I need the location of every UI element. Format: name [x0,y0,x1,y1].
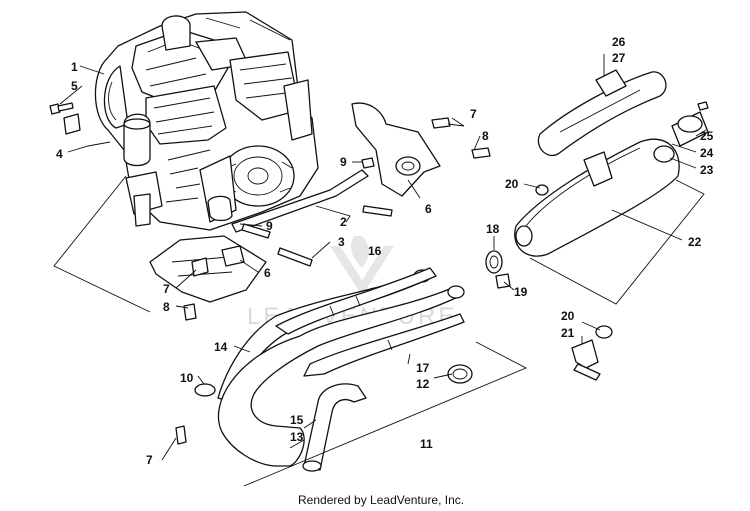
callout-26: 26 [612,35,626,49]
callout-8-lower: 8 [163,300,170,314]
heat-shield-17 [303,313,465,377]
callout-11: 11 [420,437,433,451]
support-rod-2 [231,169,369,233]
engine [94,11,319,231]
callout-18: 18 [486,222,500,236]
bracket-21 [571,339,601,381]
callout-16: 16 [368,244,382,258]
callout-6-lower: 6 [264,266,271,280]
callout-20-lower: 20 [561,309,575,323]
callout-12: 12 [416,377,430,391]
pipe-elbow-15 [302,383,367,472]
callout-6-upper: 6 [425,202,432,216]
gasket-18 [485,250,503,274]
callout-25: 25 [700,129,714,143]
stud-7-lower [175,425,187,445]
gasket-10 [194,383,216,397]
heat-shield-26 [537,69,667,157]
callout-8-upper: 8 [482,129,489,143]
callout-7-upper: 7 [470,107,477,121]
callout-24: 24 [700,146,714,160]
header-pipe-13 [217,285,465,467]
callout-3: 3 [338,235,345,249]
render-credit: Rendered by LeadVenture, Inc. [298,493,464,507]
callout-10: 10 [180,371,194,385]
callout-1: 1 [71,60,78,74]
callout-21: 21 [561,326,575,340]
bolt-3 [277,205,393,267]
mount-bracket-upper [351,102,491,197]
muffler-22 [514,138,680,257]
callout-2: 2 [340,215,347,229]
callout-20-upper: 20 [505,177,519,191]
callout-9-upper: 9 [340,155,347,169]
callout-14: 14 [214,340,228,354]
callout-27: 27 [612,51,626,65]
leader-lines [53,54,707,487]
callout-4: 4 [56,147,63,161]
callout-15: 15 [290,413,304,427]
callout-22: 22 [688,235,702,249]
callout-19: 19 [514,285,528,299]
callout-9-lower: 9 [266,219,273,233]
callout-5: 5 [71,79,78,93]
spring-19 [495,273,511,289]
grommet-20 [595,325,613,339]
callout-7-lower: 7 [146,453,153,467]
callout-numbers: 1 5 4 7 8 9 6 2 3 9 6 7 8 26 27 25 24 23… [56,35,714,467]
bracket-4 [63,113,81,135]
heat-shield-16 [275,267,437,335]
callout-23: 23 [700,163,714,177]
callout-7-middle: 7 [163,282,170,296]
spark-arrestor-24 [653,101,709,163]
clamp-12 [447,364,473,384]
callout-17: 17 [416,361,430,375]
callout-13: 13 [290,430,304,444]
bolt-5 [49,102,74,115]
